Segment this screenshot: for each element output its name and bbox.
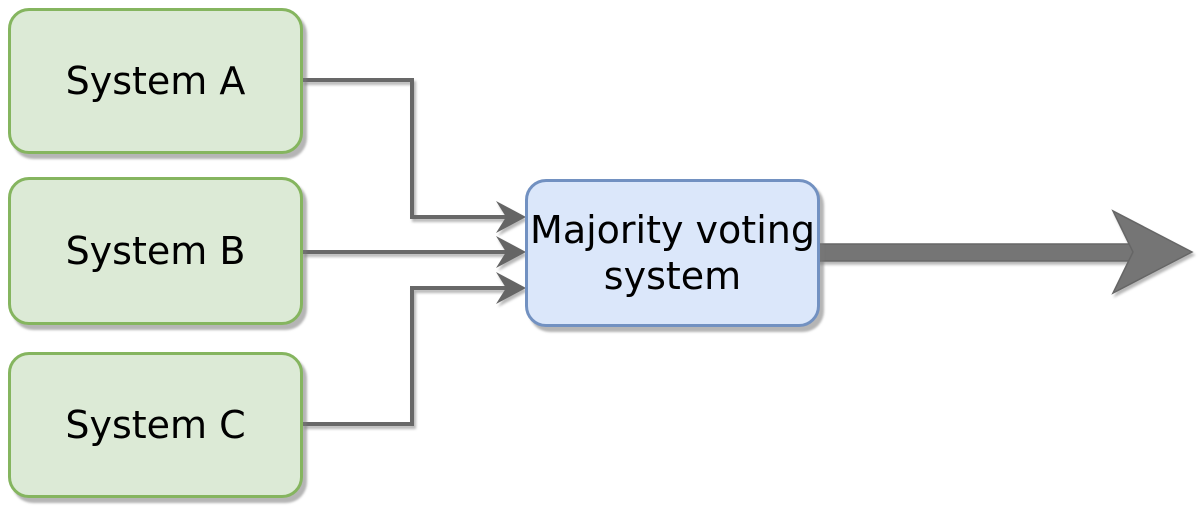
node-system-b: System B xyxy=(8,177,303,325)
arrowhead-icon xyxy=(496,201,526,233)
node-system-c: System C xyxy=(8,352,303,498)
edge-system-b-to-voter xyxy=(302,236,526,268)
arrowhead-icon xyxy=(496,272,526,304)
edge-system-a-to-voter xyxy=(302,78,526,233)
node-voter-label-line1: Majority voting xyxy=(530,208,815,252)
node-system-b-label: System B xyxy=(65,229,246,273)
edge-voter-output xyxy=(815,209,1194,295)
connector-system-a-line xyxy=(302,78,507,219)
node-system-c-label: System C xyxy=(65,403,246,447)
arrowhead-icon xyxy=(496,236,526,268)
node-majority-voting-system: Majority voting system xyxy=(525,179,820,327)
output-arrow-shaft xyxy=(815,243,1137,262)
node-system-a-label: System A xyxy=(65,59,246,103)
edge-system-c-to-voter xyxy=(302,272,526,426)
node-system-a: System A xyxy=(8,8,303,154)
node-voter-label-line2: system xyxy=(603,254,742,298)
connector-system-c-line xyxy=(302,286,507,426)
output-arrowhead-icon xyxy=(1111,209,1194,295)
